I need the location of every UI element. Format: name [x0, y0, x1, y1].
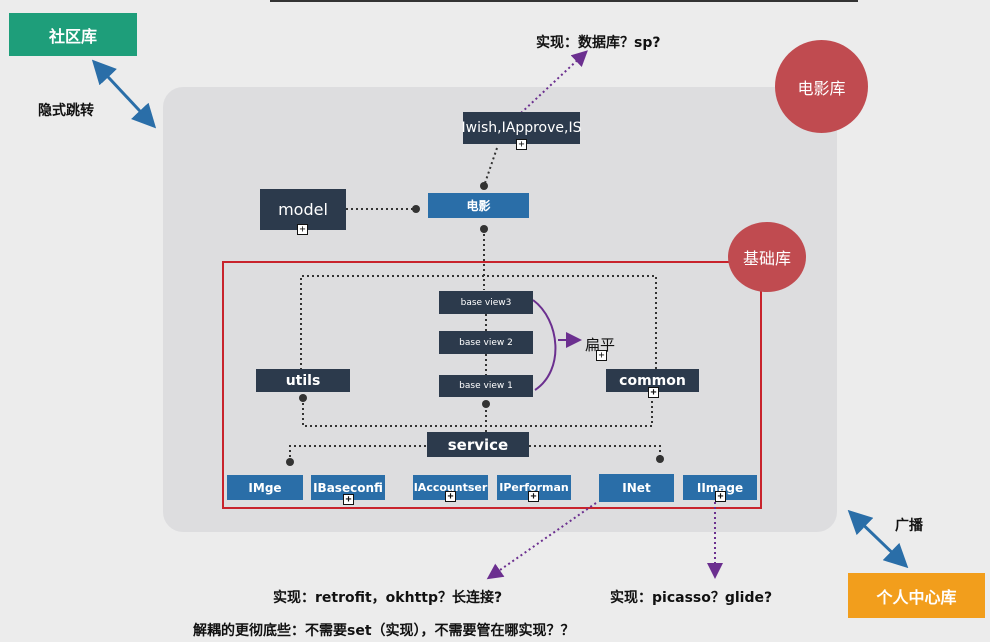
ibaseconfig-node-label: IBaseconfi — [313, 480, 383, 495]
imge-node-label: IMge — [248, 480, 282, 495]
expand-icon[interactable]: + — [297, 224, 308, 235]
expand-icon[interactable]: + — [648, 387, 659, 398]
imge-node[interactable]: IMge — [227, 475, 303, 500]
common-node[interactable]: common + — [606, 369, 699, 398]
model-node[interactable]: model + — [260, 189, 346, 235]
expand-icon[interactable]: + — [516, 139, 527, 150]
community-lib-tag: 社区库 — [9, 13, 137, 56]
interfaces-node[interactable]: Iwish,IApprove,IS + — [461, 112, 582, 150]
movie-lib-circle: 电影库 — [775, 40, 868, 133]
utils-node[interactable]: utils — [256, 369, 350, 392]
iaccountser-node[interactable]: IAccountser + — [413, 475, 488, 502]
image-impl-label: 实现：picasso？glide? — [610, 590, 773, 606]
interfaces-node-label: Iwish,IApprove,IS — [461, 120, 582, 136]
iimage-node-label: IImage — [696, 480, 744, 495]
implicit-jump-arrow — [91, 59, 157, 129]
service-node[interactable]: service — [427, 432, 529, 457]
base-lib-frame — [222, 261, 762, 509]
net-impl-label: 实现：retrofit，okhttp？长连接? — [273, 590, 503, 606]
flatten-curve — [532, 299, 557, 391]
iperformance-node[interactable]: IPerforman + — [497, 475, 571, 502]
expand-icon[interactable]: + — [445, 491, 456, 502]
db-impl-arrow — [520, 50, 588, 114]
movie-node-label: 电影 — [466, 199, 491, 213]
base-view3-label: base view3 — [460, 297, 512, 308]
iimage-node[interactable]: IImage + — [683, 475, 757, 502]
utils-node-label: utils — [285, 372, 321, 389]
inet-node-label: INet — [622, 481, 651, 495]
base-lib-circle: 基础库 — [728, 222, 806, 292]
top-divider-line — [270, 0, 858, 2]
base-view1-node[interactable]: base view 1 — [439, 375, 533, 397]
decouple-note: 解耦的更彻底些：不需要set（实现），不需要管在哪实现？？ — [193, 623, 575, 639]
common-node-label: common — [619, 372, 686, 389]
implicit-jump-label: 隐式跳转 — [38, 103, 94, 119]
flatten-expand-icon[interactable]: + — [596, 350, 607, 361]
iperformance-node-label: IPerforman — [499, 481, 569, 494]
model-node-label: model — [278, 200, 328, 219]
expand-icon[interactable]: + — [343, 494, 354, 505]
db-impl-label: 实现：数据库？sp? — [536, 35, 661, 51]
flatten-label: 扁平 — [585, 336, 616, 354]
base-view2-node[interactable]: base view 2 — [439, 331, 533, 354]
inet-node[interactable]: INet — [599, 474, 674, 502]
net-impl-arrow — [486, 502, 597, 580]
personal-center-lib-tag: 个人中心库 — [848, 573, 985, 618]
base-view2-label: base view 2 — [459, 337, 513, 348]
iaccountser-node-label: IAccountser — [413, 481, 488, 494]
movie-node[interactable]: 电影 — [428, 193, 529, 218]
base-view1-label: base view 1 — [459, 381, 513, 391]
expand-icon[interactable]: + — [715, 491, 726, 502]
ibaseconfig-node[interactable]: IBaseconfi + — [311, 475, 385, 505]
broadcast-label: 广播 — [895, 518, 923, 534]
service-node-label: service — [447, 435, 509, 454]
base-view3-node[interactable]: base view3 — [439, 291, 533, 314]
expand-icon[interactable]: + — [528, 491, 539, 502]
broadcast-arrow — [847, 509, 909, 569]
